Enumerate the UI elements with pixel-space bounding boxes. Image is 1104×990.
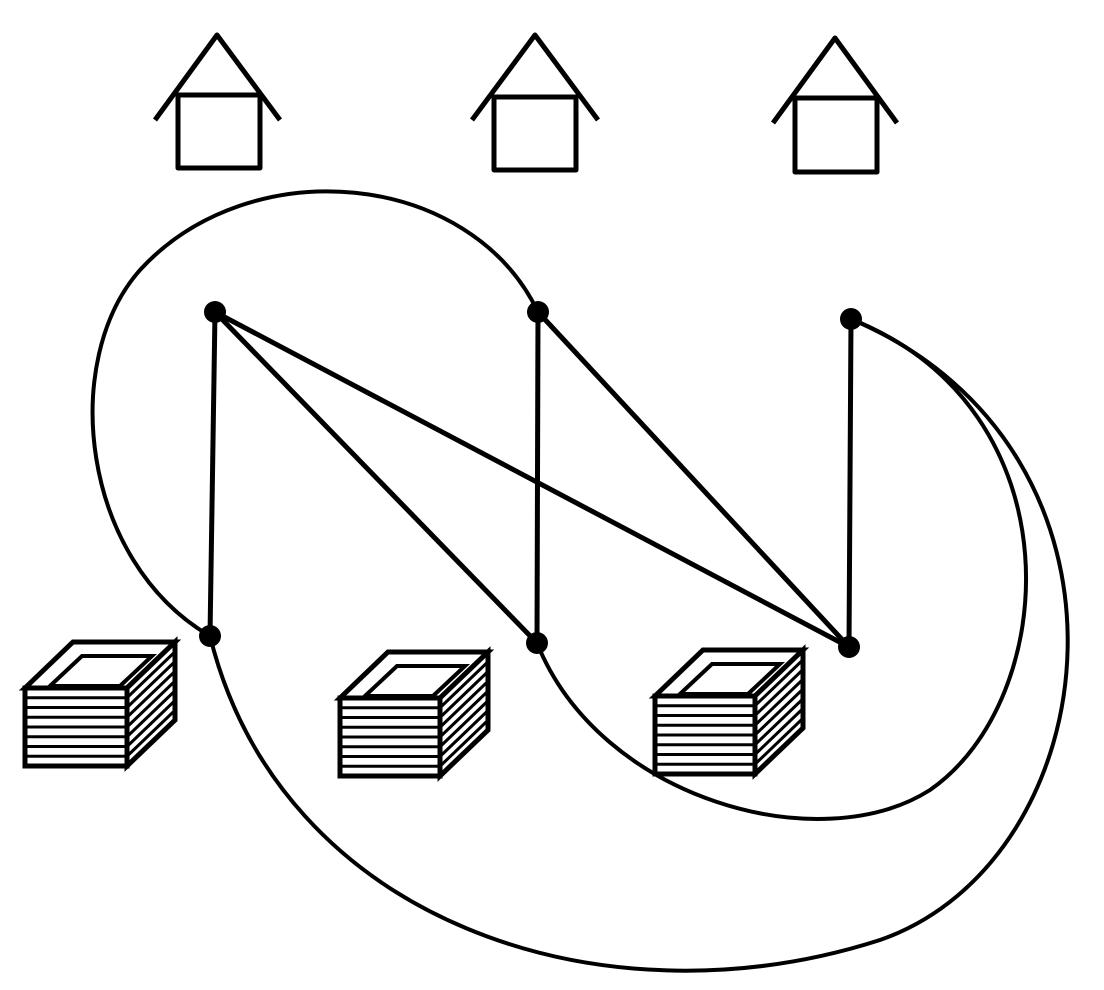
edge-n1-n4 [207, 309, 218, 639]
stack-stripe-side [125, 689, 177, 738]
house-icon [469, 32, 601, 173]
stack-stripe-side [125, 679, 177, 729]
edge-n3-n6 [846, 316, 854, 650]
stack-stripes [25, 650, 805, 768]
house-icon [152, 32, 283, 171]
curved-edges [90, 189, 1070, 973]
node-n6 [838, 636, 860, 658]
house-icon [770, 35, 900, 175]
edge-n2-n6 [535, 309, 852, 650]
stack-stripe-side [125, 670, 177, 719]
stack-stripe-side [753, 668, 805, 717]
stack-stripe-side [438, 719, 490, 768]
stack-stripe-side [753, 717, 805, 766]
stack-stripe-side [438, 699, 490, 748]
stack-stripe-side [753, 697, 805, 746]
node-n1 [204, 301, 226, 323]
node-n2 [527, 301, 549, 323]
edge-n2-n4 [90, 189, 540, 638]
graph-nodes [199, 301, 862, 658]
edge-n3-n5 [535, 317, 1028, 821]
node-n4 [199, 625, 221, 647]
stack-stripe-side [438, 680, 490, 729]
stack-stripe-side [753, 678, 805, 727]
stack-stripe-side [438, 660, 490, 709]
stack-stripe-side [753, 658, 805, 707]
stack-stripe-side [125, 709, 177, 758]
stack-stripe-side [125, 660, 177, 709]
stack-stripe-side [753, 707, 805, 756]
stack-stripe-side [438, 709, 490, 758]
stack-stripe-side [438, 670, 490, 719]
edge-n2-n5 [534, 309, 541, 646]
stack-stripe-side [125, 650, 177, 699]
node-n5 [526, 632, 548, 654]
stack-stripe-side [753, 687, 805, 737]
edge-n1-n5 [212, 309, 540, 646]
straight-edges [207, 309, 854, 650]
stack-stripe-side [125, 699, 177, 748]
node-n3 [840, 308, 862, 330]
edge-n3-n4 [208, 317, 1070, 973]
stack-stripe-side [438, 689, 490, 739]
edge-n1-n6 [212, 309, 852, 650]
